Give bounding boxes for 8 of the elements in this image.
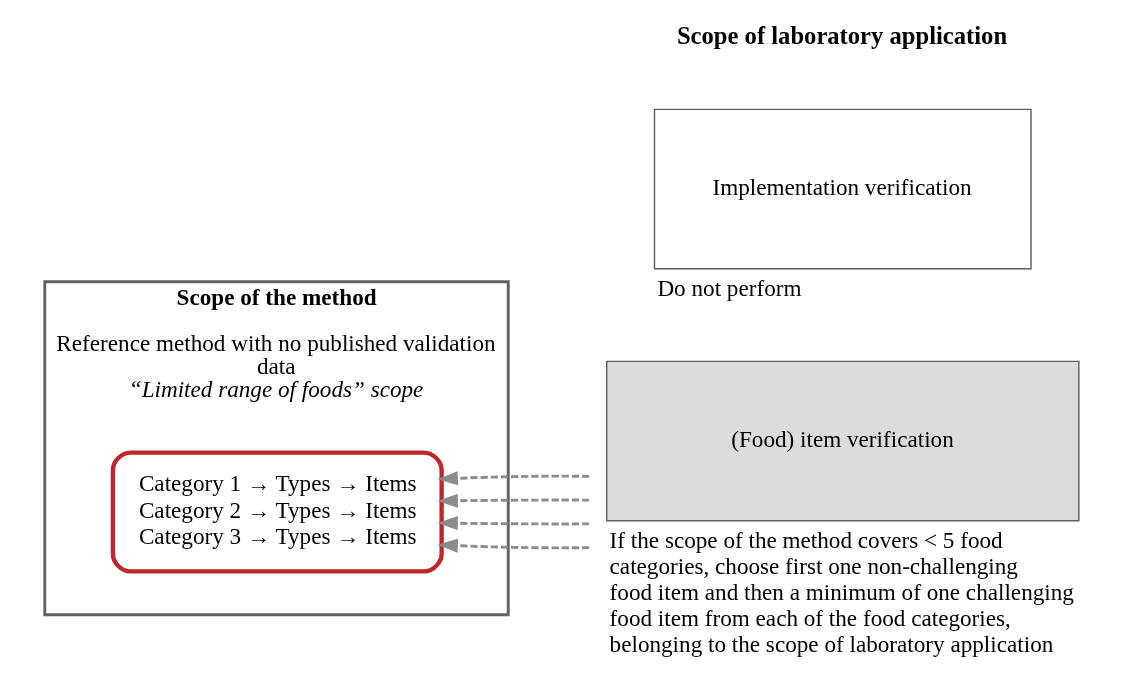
node-label: Do not perform <box>656 274 801 301</box>
arrow <box>437 471 589 486</box>
arrow <box>437 493 589 508</box>
arrow <box>437 538 589 553</box>
label: Scope of laboratory application <box>676 22 1007 50</box>
arrow <box>437 516 589 531</box>
node-label: If the scope of the method covers < 5 food categories, choose first one non-challenging food item and then a minimum of one challenging food item from each of the food categories, belonging to the scope of laboratory application <box>609 526 1074 658</box>
node-box: Category 1 → Types → Items Category 2 → Types → Items Category 3 → Types → Items <box>110 450 444 574</box>
